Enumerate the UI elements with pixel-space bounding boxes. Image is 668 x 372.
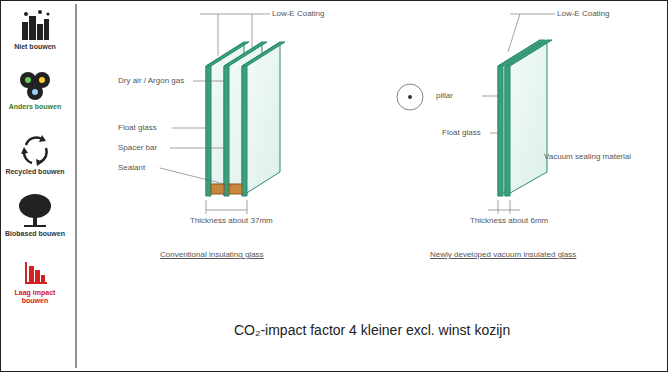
part-label: Low-E Coating: [272, 9, 324, 19]
people-icon: [20, 72, 50, 100]
part-label: Dry air / Argon gas: [118, 76, 184, 86]
figure-caption: Conventional insulating glass: [160, 250, 264, 260]
vacuum-glass: [498, 40, 552, 196]
part-label: Vacuum sealing material: [544, 152, 631, 162]
sidebar-label: Laag impact bouwen: [5, 289, 65, 305]
part-label: Spacer bar: [118, 143, 157, 153]
conventional-glass: [206, 42, 285, 196]
part-label: pillar: [436, 91, 453, 101]
city-icon: [22, 10, 50, 40]
recycle-icon: [21, 135, 47, 166]
slide-caption: CO₂-impact factor 4 kleiner excl. winst …: [234, 322, 510, 338]
part-label: Float glass: [442, 128, 481, 138]
pillar-detail: [397, 84, 423, 110]
tree-icon: [19, 194, 51, 227]
part-label: Sealant: [118, 163, 145, 173]
sidebar-label: Niet bouwen: [5, 43, 65, 51]
sidebar-label: Anders bouwen: [5, 103, 65, 111]
sidebar-label: Recycled bouwen: [5, 168, 65, 176]
figure-caption: Newly developed vacuum insulated glass: [430, 250, 576, 260]
leader-lines: [160, 14, 555, 214]
chart-icon: [25, 262, 47, 284]
sidebar-label: Biobased bouwen: [5, 230, 65, 238]
part-label: Float glass: [118, 123, 157, 133]
part-label: Thickness about 37mm: [190, 216, 273, 226]
part-label: Low-E Coating: [557, 9, 609, 19]
part-label: Thickness about 6mm: [470, 216, 548, 226]
